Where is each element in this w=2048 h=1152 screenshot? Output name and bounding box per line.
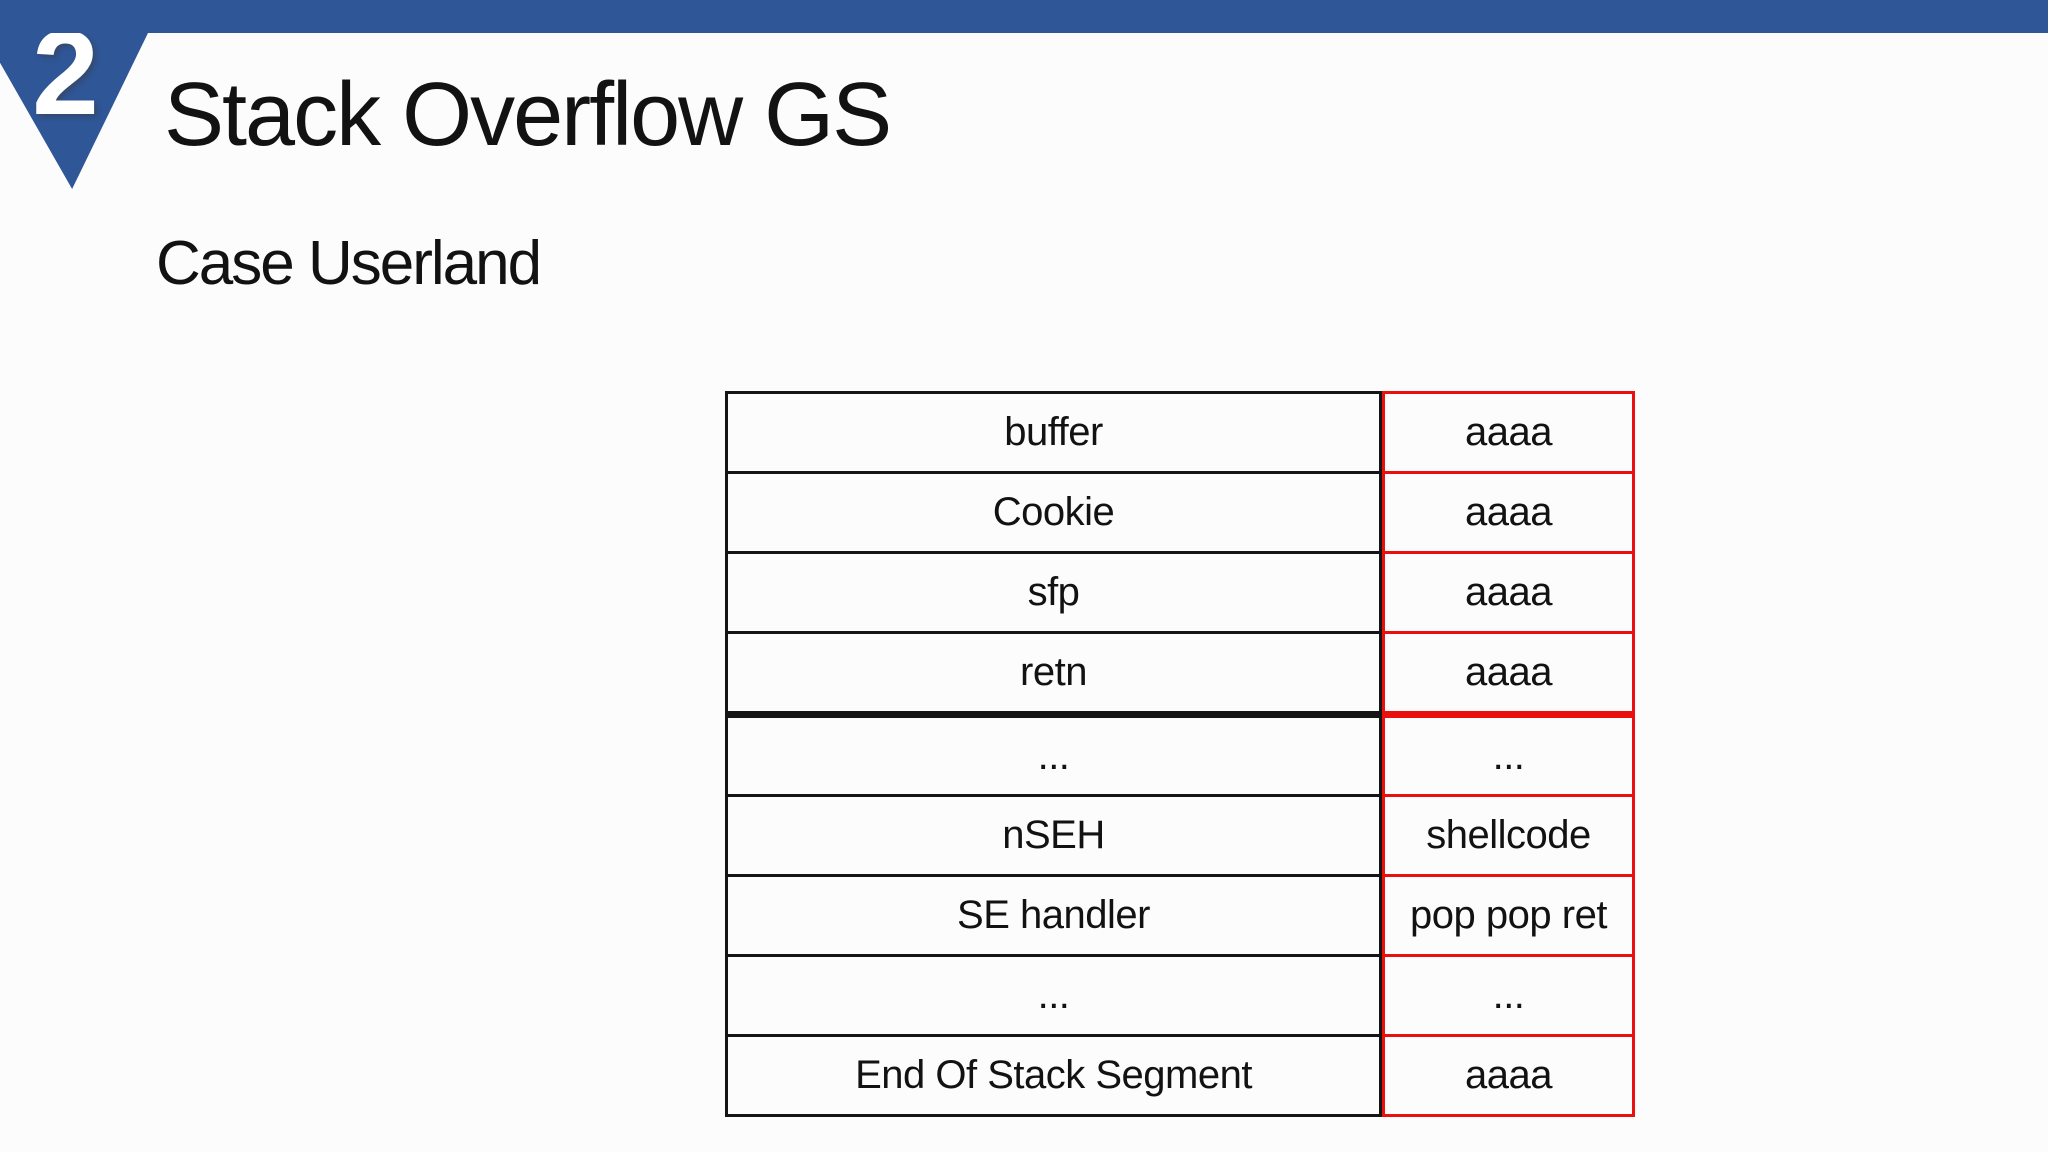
stack-row-label: ...	[728, 718, 1379, 798]
stack-row-label: End Of Stack Segment	[855, 1053, 1252, 1098]
slide-title: Stack Overflow GS	[164, 65, 892, 165]
slide-subtitle: Case Userland	[156, 229, 542, 298]
stack-row-label: sfp	[728, 554, 1379, 634]
stack-row-value: aaaa	[1385, 634, 1632, 718]
top-accent-bar	[0, 0, 2048, 33]
stack-row-label: ...	[728, 957, 1379, 1038]
section-number-badge: 2	[0, 33, 148, 189]
stack-row-value: aaaa	[1385, 394, 1632, 474]
stack-layout-table: buffer Cookie sfp retn ... nSEH SE handl…	[725, 391, 1635, 1117]
stack-row-value: ...	[1385, 718, 1632, 798]
stack-row-value: aaaa	[1385, 474, 1632, 554]
stack-row-value: shellcode	[1385, 797, 1632, 878]
stack-row-label: Cookie	[728, 474, 1379, 554]
stack-row-value: pop pop ret	[1385, 877, 1632, 958]
stack-row-value: aaaa	[1385, 554, 1632, 634]
stack-row-value: aaaa	[1465, 1053, 1552, 1098]
stack-value-column: aaaa aaaa aaaa aaaa ... shellcode pop po…	[1382, 391, 1635, 1117]
stack-row-label: nSEH	[728, 797, 1379, 878]
stack-row-label: buffer	[728, 394, 1379, 474]
section-number: 2	[32, 6, 99, 140]
stack-row-label: retn	[728, 634, 1379, 718]
stack-row-label: SE handler	[728, 877, 1379, 958]
stack-row-value: ...	[1385, 957, 1632, 1038]
stack-label-column: buffer Cookie sfp retn ... nSEH SE handl…	[725, 391, 1382, 1117]
